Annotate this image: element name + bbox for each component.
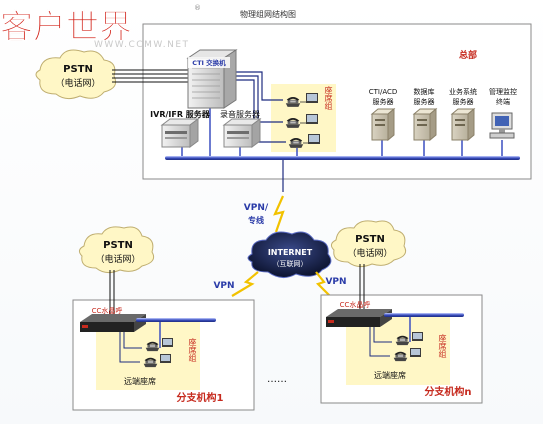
branch1-pstn-bottom: （电话网） bbox=[95, 253, 140, 265]
watermark-registered: ® bbox=[194, 4, 201, 12]
vpn-left-label: VPN bbox=[213, 281, 234, 291]
branch1-cc-label: CC水晶呼 bbox=[92, 306, 123, 315]
cti-switch-label: CTI 交换机 bbox=[192, 58, 226, 67]
branch1-remote-label: 远端座席 bbox=[124, 376, 156, 386]
server-2-line1: 数据库 bbox=[414, 87, 435, 96]
branchn-seat-group-label: 座席组 bbox=[438, 334, 447, 358]
branch1-pstn-cloud bbox=[78, 226, 155, 274]
vpn-top-line2: 专线 bbox=[248, 215, 264, 225]
branch1-label: 分支机构1 bbox=[177, 391, 224, 404]
watermark-site: WWW.CCMW.NET bbox=[94, 40, 190, 50]
branchn-trunk bbox=[359, 264, 365, 313]
recording-server-icon bbox=[222, 118, 262, 148]
branch1-cc-device-icon bbox=[80, 314, 146, 332]
ivr-label: IVR/IFR 服务器 bbox=[150, 109, 211, 119]
branchn-pstn-bottom: （电话网） bbox=[347, 247, 392, 259]
hq-seat-zone bbox=[271, 84, 336, 152]
watermark-brand: 客户世界 bbox=[0, 7, 132, 46]
server-4-line2: 终端 bbox=[496, 97, 510, 106]
branch-ellipsis: …… bbox=[267, 374, 287, 385]
internet-line2: （互联网） bbox=[273, 259, 308, 268]
monitor-terminal-icon bbox=[489, 112, 515, 139]
branch1-seat-group-label: 座席组 bbox=[188, 338, 197, 362]
database-server-icon bbox=[412, 107, 438, 142]
branchn-pstn-cloud bbox=[330, 220, 407, 268]
internet-cloud bbox=[247, 231, 332, 278]
server-1-line2: 服务器 bbox=[373, 97, 394, 106]
hq-pstn-cloud bbox=[35, 49, 117, 100]
hq-seat-group-label: 座席组 bbox=[324, 86, 333, 110]
branchn-lan-bus bbox=[384, 313, 464, 317]
branchn-label: 分支机构n bbox=[424, 385, 471, 398]
ivr-server-icon bbox=[160, 118, 200, 148]
business-server-icon bbox=[450, 107, 476, 142]
server-1-line1: CTI/ACD bbox=[369, 88, 398, 96]
branchn-remote-label: 远端座席 bbox=[374, 370, 406, 380]
branch1-monitors bbox=[160, 338, 173, 363]
branch1-pstn-top: PSTN bbox=[103, 240, 133, 251]
internet-line1: INTERNET bbox=[268, 248, 313, 257]
hq-uplink bbox=[273, 160, 285, 233]
hq-switch-cabling bbox=[232, 71, 286, 143]
hq-pstn-top: PSTN bbox=[63, 64, 93, 75]
cti-label-bg bbox=[188, 57, 230, 68]
diagram-title: 物理组网结构图 bbox=[240, 9, 296, 19]
server-3-line1: 业务系统 bbox=[449, 87, 477, 96]
branch1-lan-bus bbox=[136, 318, 216, 322]
vpn-top-line1: VPN/ bbox=[244, 203, 269, 213]
vpn-right-label: VPN bbox=[325, 277, 346, 287]
server-4-line1: 管理监控 bbox=[489, 87, 517, 96]
vpn-right-lightning-icon bbox=[315, 271, 331, 297]
vpn-top-lightning-icon bbox=[273, 195, 285, 233]
branch1-cabling bbox=[119, 332, 142, 363]
vpn-left-lightning-icon bbox=[231, 271, 259, 297]
recording-label: 录音服务器 bbox=[220, 109, 260, 119]
branchn-cabling bbox=[369, 327, 392, 357]
hq-lan-drops bbox=[181, 95, 503, 156]
branchn-cc-device-icon bbox=[326, 309, 392, 327]
branch1-trunk bbox=[109, 270, 115, 318]
server-2-line2: 服务器 bbox=[414, 97, 435, 106]
branchn-cc-label: CC水晶呼 bbox=[340, 300, 371, 309]
cti-acd-server-icon bbox=[370, 107, 396, 142]
branchn-pstn-top: PSTN bbox=[355, 234, 385, 245]
hq-lan-bus bbox=[165, 156, 520, 160]
hq-pstn-trunk bbox=[112, 69, 188, 83]
hq-seat-monitors bbox=[306, 93, 320, 144]
server-3-line2: 服务器 bbox=[453, 97, 474, 106]
hq-label: 总部 bbox=[459, 49, 477, 61]
hq-pstn-bottom: （电话网） bbox=[55, 77, 100, 89]
branchn-monitors bbox=[410, 332, 423, 357]
